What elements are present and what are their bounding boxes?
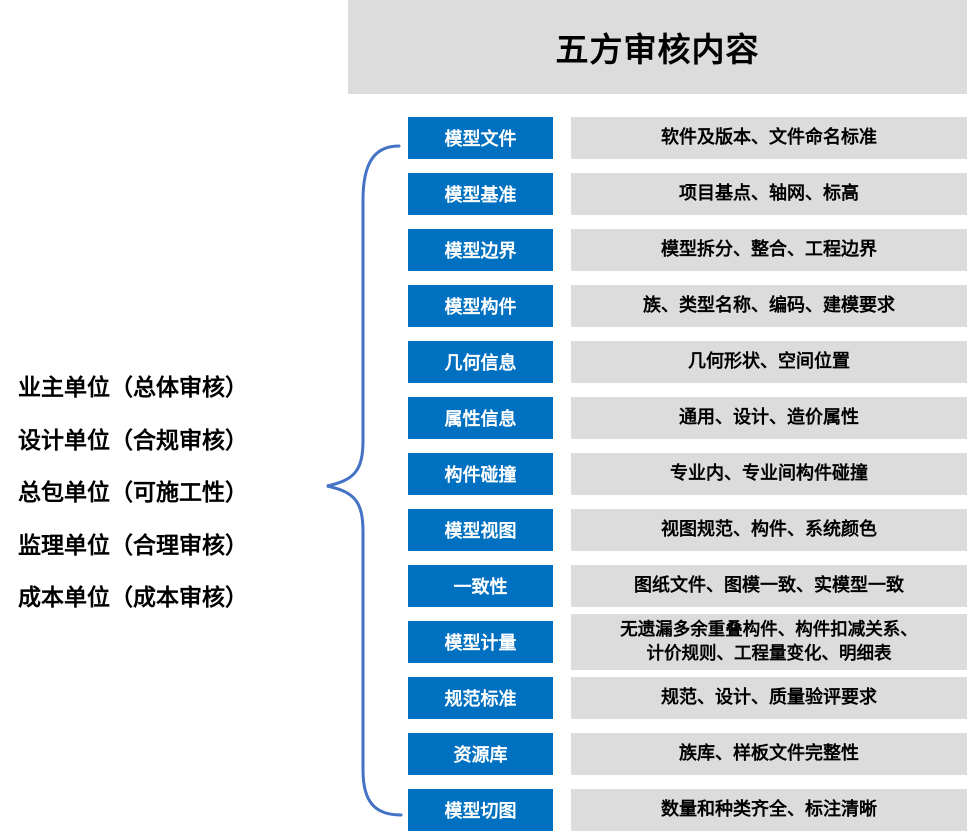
content-label: 数量和种类齐全、标注清晰 <box>571 789 967 831</box>
review-row: 模型文件 软件及版本、文件命名标准 <box>408 117 967 159</box>
review-row: 属性信息 通用、设计、造价属性 <box>408 397 967 439</box>
category-label: 模型构件 <box>408 285 553 327</box>
content-label: 规范、设计、质量验评要求 <box>571 677 967 719</box>
review-row: 一致性 图纸文件、图模一致、实模型一致 <box>408 565 967 607</box>
party-general-contractor: 总包单位（可施工性） <box>18 480 248 506</box>
review-row: 模型计量 无遗漏多余重叠构件、构件扣减关系、 计价规则、工程量变化、明细表 <box>408 614 967 670</box>
review-row: 构件碰撞 专业内、专业间构件碰撞 <box>408 453 967 495</box>
category-label: 资源库 <box>408 733 553 775</box>
category-label: 规范标准 <box>408 677 553 719</box>
category-label: 模型切图 <box>408 789 553 831</box>
content-label: 无遗漏多余重叠构件、构件扣减关系、 计价规则、工程量变化、明细表 <box>571 614 967 670</box>
content-label: 图纸文件、图模一致、实模型一致 <box>571 565 967 607</box>
category-label: 模型边界 <box>408 229 553 271</box>
category-label: 模型文件 <box>408 117 553 159</box>
content-line-2: 计价规则、工程量变化、明细表 <box>646 644 892 664</box>
content-label: 软件及版本、文件命名标准 <box>571 117 967 159</box>
content-label: 视图规范、构件、系统颜色 <box>571 509 967 551</box>
review-row: 模型构件 族、类型名称、编码、建模要求 <box>408 285 967 327</box>
title-banner: 五方审核内容 <box>348 0 967 94</box>
review-row: 模型视图 视图规范、构件、系统颜色 <box>408 509 967 551</box>
review-row: 模型基准 项目基点、轴网、标高 <box>408 173 967 215</box>
diagram-title: 五方审核内容 <box>555 30 760 69</box>
category-label: 属性信息 <box>408 397 553 439</box>
content-label: 族库、样板文件完整性 <box>571 733 967 775</box>
party-cost: 成本单位（成本审核） <box>18 585 248 611</box>
content-label: 族、类型名称、编码、建模要求 <box>571 285 967 327</box>
content-label: 模型拆分、整合、工程边界 <box>571 229 967 271</box>
category-label: 构件碰撞 <box>408 453 553 495</box>
content-label: 专业内、专业间构件碰撞 <box>571 453 967 495</box>
curly-brace-icon <box>326 144 403 817</box>
category-label: 模型视图 <box>408 509 553 551</box>
content-label: 通用、设计、造价属性 <box>571 397 967 439</box>
review-row: 几何信息 几何形状、空间位置 <box>408 341 967 383</box>
review-row: 资源库 族库、样板文件完整性 <box>408 733 967 775</box>
review-row: 模型切图 数量和种类齐全、标注清晰 <box>408 789 967 831</box>
review-row: 模型边界 模型拆分、整合、工程边界 <box>408 229 967 271</box>
content-line-1: 无遗漏多余重叠构件、构件扣减关系、 <box>620 620 918 640</box>
party-owner: 业主单位（总体审核） <box>18 375 248 401</box>
party-design: 设计单位（合规审核） <box>18 427 248 454</box>
review-row: 规范标准 规范、设计、质量验评要求 <box>408 677 967 719</box>
content-label: 项目基点、轴网、标高 <box>571 173 967 215</box>
party-list: 业主单位（总体审核） 设计单位（合规审核） 总包单位（可施工性） 监理单位（合理… <box>18 362 338 625</box>
party-supervision: 监理单位（合理审核） <box>18 532 248 559</box>
category-label: 一致性 <box>408 565 553 607</box>
content-label: 几何形状、空间位置 <box>571 341 967 383</box>
category-label: 几何信息 <box>408 341 553 383</box>
category-label: 模型基准 <box>408 173 553 215</box>
category-label: 模型计量 <box>408 621 553 663</box>
